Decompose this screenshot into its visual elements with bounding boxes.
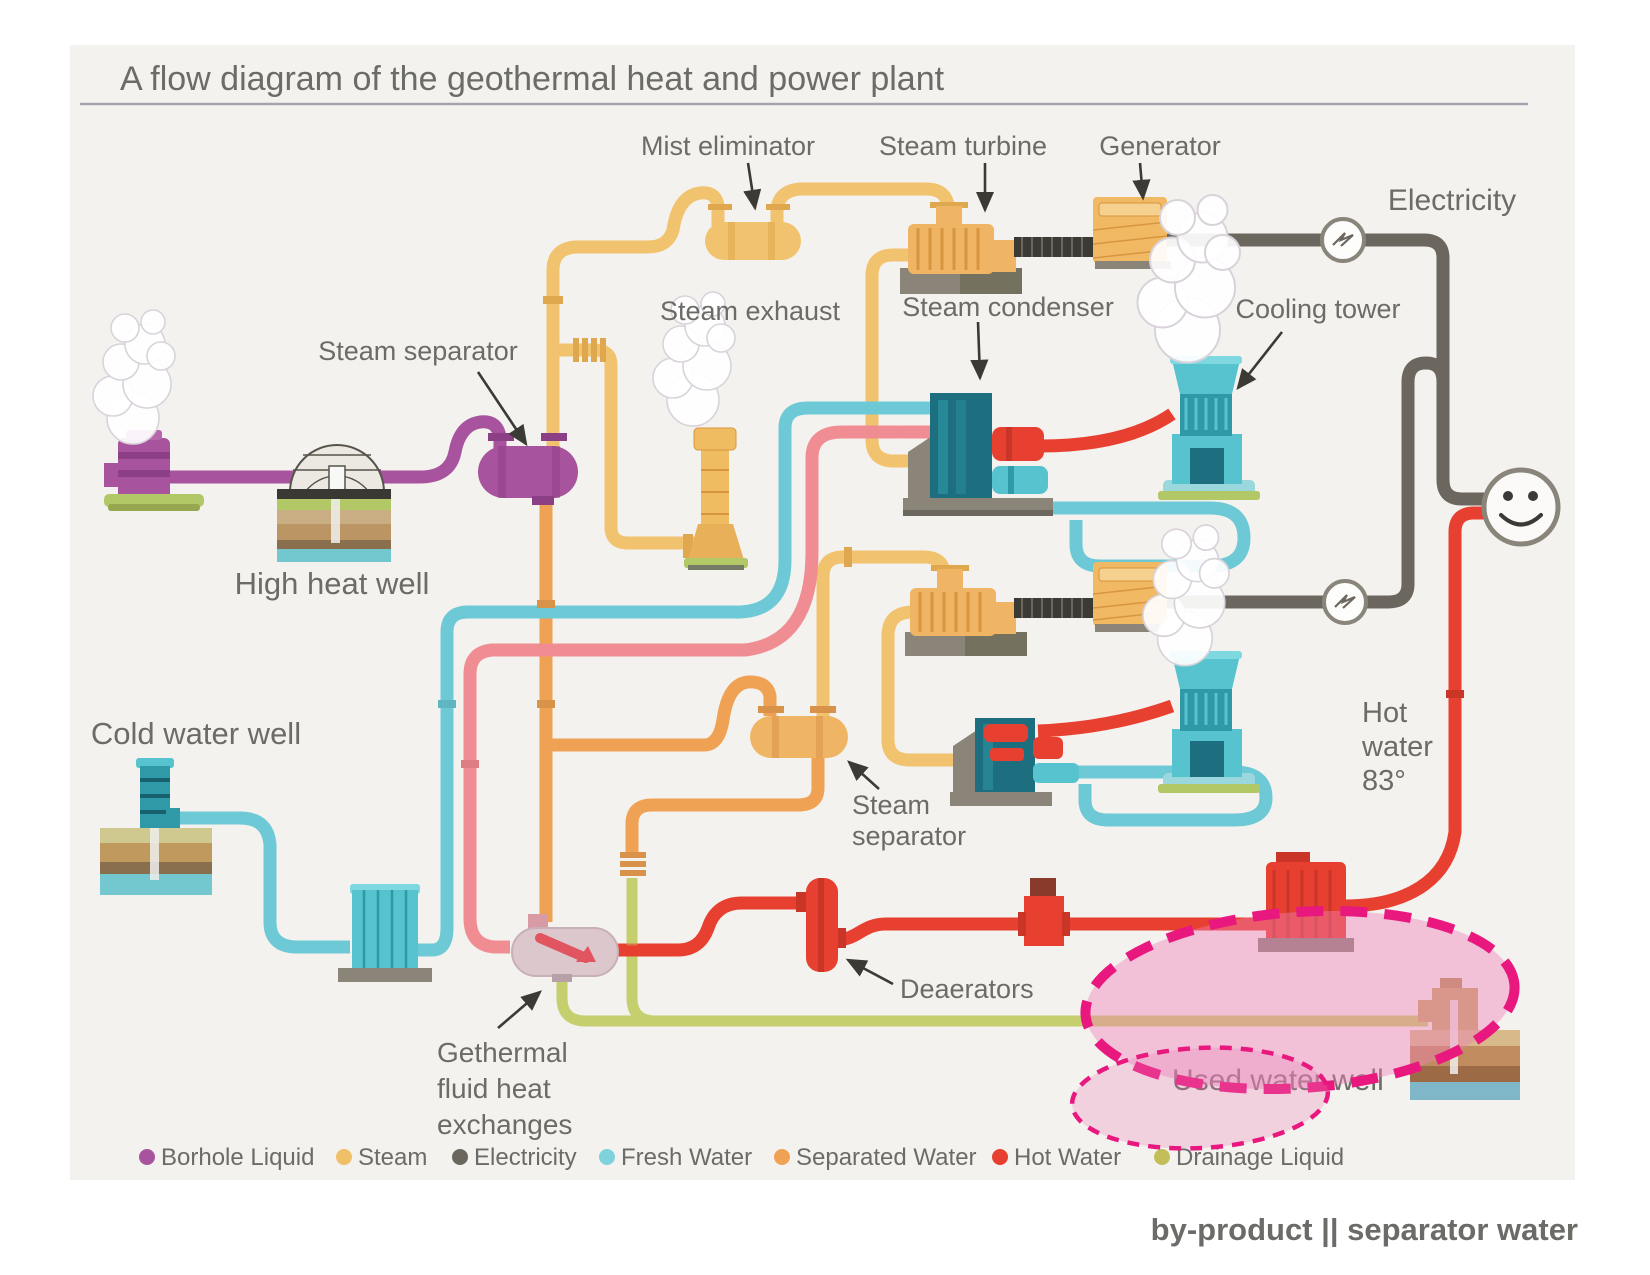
legend-label: Electricity — [474, 1144, 577, 1171]
label-mist-eliminator: Mist eliminator — [641, 131, 815, 161]
legend-item-separated-water: Separated Water — [774, 1144, 977, 1171]
steam-separator-2 — [750, 706, 848, 758]
label-cooling-tower: Cooling tower — [1235, 294, 1400, 324]
smiley-face-icon — [1481, 467, 1561, 547]
steam-turbine-1 — [900, 202, 1022, 294]
byproduct-highlight-ellipse — [1080, 905, 1520, 1095]
electricity-meter-2 — [1322, 579, 1368, 625]
steam-exhaust-vent — [683, 427, 748, 570]
steam-condenser-2 — [950, 718, 1079, 806]
generator-1 — [1092, 197, 1171, 269]
legend-item-drainage-liquid: Drainage Liquid — [1154, 1144, 1344, 1171]
hot-water-pump-2 — [1258, 852, 1354, 952]
label-steam-separator-1: Steam separator — [318, 336, 518, 366]
legend-dot — [139, 1149, 155, 1165]
legend-label: Drainage Liquid — [1176, 1144, 1344, 1171]
legend-item-borhole-liquid: Borhole Liquid — [139, 1144, 314, 1171]
legend-item-steam: Steam — [336, 1144, 427, 1171]
heat-exchanger — [511, 914, 619, 982]
mist-eliminator — [705, 204, 801, 260]
electricity-meter-1 — [1320, 217, 1366, 263]
byproduct-annotation: by-product || separator water — [1151, 1212, 1578, 1247]
pipe-flanges — [438, 296, 1464, 876]
label-heat-exchanger-line2: fluid heat — [437, 1073, 551, 1104]
lightning-icon — [1334, 594, 1356, 609]
cooling-tower-1 — [1158, 356, 1260, 500]
drainage-highlight-ellipse — [1069, 1045, 1331, 1151]
fresh-water-tank — [338, 884, 432, 982]
legend-item-fresh-water: Fresh Water — [599, 1144, 752, 1171]
deaerator-tank — [796, 878, 846, 972]
label-steam-condenser: Steam condenser — [902, 292, 1114, 322]
legend-label: Borhole Liquid — [161, 1144, 314, 1171]
legend-label: Separated Water — [796, 1144, 977, 1171]
label-electricity: Electricity — [1388, 184, 1516, 217]
legend-item-electricity: Electricity — [452, 1144, 577, 1171]
legend-dot — [992, 1149, 1008, 1165]
hot-water-pump-1 — [1018, 878, 1070, 946]
label-hot-water-line3: 83° — [1362, 765, 1406, 797]
steam-separator-1 — [478, 433, 578, 505]
label-arrows — [476, 162, 1284, 1029]
component-labels: Mist eliminator Steam turbine Generator … — [91, 131, 1516, 1140]
high-heat-well-dome — [277, 444, 391, 562]
legend-dot — [452, 1149, 468, 1165]
label-steam-separator-2-line1: Steam — [852, 790, 930, 820]
lightning-icon — [1332, 232, 1354, 247]
legend-dot — [1154, 1149, 1170, 1165]
label-steam-separator-2-line2: separator — [852, 821, 966, 851]
legend-dot — [599, 1149, 615, 1165]
legend: Borhole Liquid Steam Electricity Fresh W… — [139, 1144, 1344, 1171]
label-high-heat-well: High heat well — [235, 566, 430, 601]
label-generator: Generator — [1099, 131, 1221, 161]
pipe-network — [112, 182, 1486, 1027]
steam-condenser-1 — [903, 393, 1053, 516]
legend-label: Fresh Water — [621, 1144, 752, 1171]
legend-dot — [774, 1149, 790, 1165]
page-title: A flow diagram of the geothermal heat an… — [120, 60, 945, 98]
label-heat-exchanger-line3: exchanges — [437, 1109, 572, 1140]
label-cold-water-well: Cold water well — [91, 716, 301, 751]
label-heat-exchanger-line1: Gethermal — [437, 1037, 568, 1068]
drive-shaft-1 — [1014, 237, 1094, 257]
steam-turbine-2 — [905, 565, 1027, 656]
label-hot-water-line1: Hot — [1362, 697, 1407, 729]
cold-water-well — [100, 758, 212, 895]
label-steam-exhaust: Steam exhaust — [660, 296, 841, 326]
legend-item-hot-water: Hot Water — [992, 1144, 1121, 1171]
legend-dot — [336, 1149, 352, 1165]
label-deaerators: Deaerators — [900, 974, 1034, 1004]
drive-shaft-2 — [1014, 598, 1094, 618]
legend-label: Steam — [358, 1144, 427, 1171]
label-hot-water-line2: water — [1361, 731, 1433, 763]
label-steam-turbine: Steam turbine — [879, 131, 1047, 161]
legend-label: Hot Water — [1014, 1144, 1121, 1171]
